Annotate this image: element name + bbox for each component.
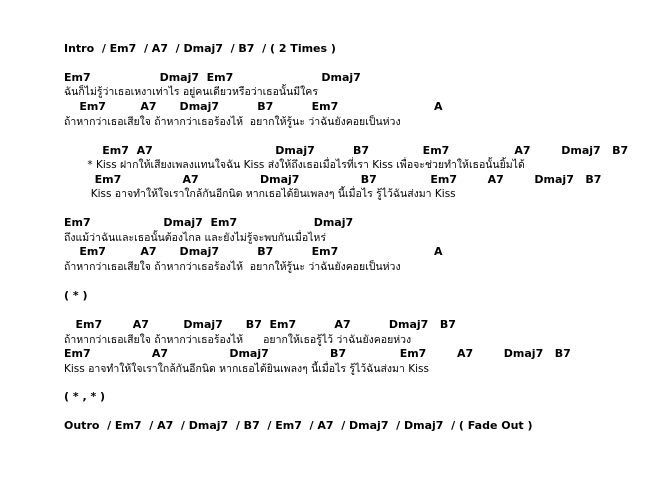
verse2-lyric-line-2: ถ้าหากว่าเธอเสียใจ ถ้าหากว่าเธอร้องไห้ อ… xyxy=(64,261,401,273)
chorus-lyric-line-2: Kiss อาจทำให้ใจเราใกล้กันอีกนิด หากเธอได… xyxy=(64,188,456,200)
verse2-lyric-line-1: ถึงแม้ว่าฉันและเธอนั้นต้องไกล และยังไม่ร… xyxy=(64,232,326,244)
verse1-chord-line-1: Em7 Dmaj7 Em7 Dmaj7 xyxy=(64,71,361,84)
bridge-chord-line-1: Em7 A7 Dmaj7 B7 Em7 A7 Dmaj7 B7 xyxy=(64,318,456,331)
verse1-lyric-line-2: ถ้าหากว่าเธอเสียใจ ถ้าหากว่าเธอร้องไห้ อ… xyxy=(64,116,401,128)
bridge-lyric-line-2: Kiss อาจทำให้ใจเราใกล้กันอีกนิด หากเธอได… xyxy=(64,363,429,375)
intro-line: Intro / Em7 / A7 / Dmaj7 / B7 / ( 2 Time… xyxy=(64,42,336,55)
verse2-chord-line-1: Em7 Dmaj7 Em7 Dmaj7 xyxy=(64,216,354,229)
chorus-repeat-marker: ( * ) xyxy=(64,289,88,302)
double-chorus-marker: ( * , * ) xyxy=(64,390,106,403)
verse1-lyric-line-1: ฉันก็ไม่รู้ว่าเธอเหงาเท่าไร อยู่คนเดียวห… xyxy=(64,86,318,98)
chorus-lyric-line-1: * Kiss ฝากให้เสียงเพลงแทนใจฉัน Kiss ส่งใ… xyxy=(64,159,525,171)
bridge-lyric-line-1: ถ้าหากว่าเธอเสียใจ ถ้าหากว่าเธอร้องไห้ อ… xyxy=(64,334,412,346)
chorus-chord-line-1: Em7 A7 Dmaj7 B7 Em7 A7 Dmaj7 B7 xyxy=(64,144,629,157)
chorus-chord-line-2: Em7 A7 Dmaj7 B7 Em7 A7 Dmaj7 B7 xyxy=(64,173,602,186)
outro-line: Outro / Em7 / A7 / Dmaj7 / B7 / Em7 / A7… xyxy=(64,419,533,432)
verse1-chord-line-2: Em7 A7 Dmaj7 B7 Em7 A xyxy=(64,100,443,113)
verse2-chord-line-2: Em7 A7 Dmaj7 B7 Em7 A xyxy=(64,245,443,258)
bridge-chord-line-2: Em7 A7 Dmaj7 B7 Em7 A7 Dmaj7 B7 xyxy=(64,347,571,360)
